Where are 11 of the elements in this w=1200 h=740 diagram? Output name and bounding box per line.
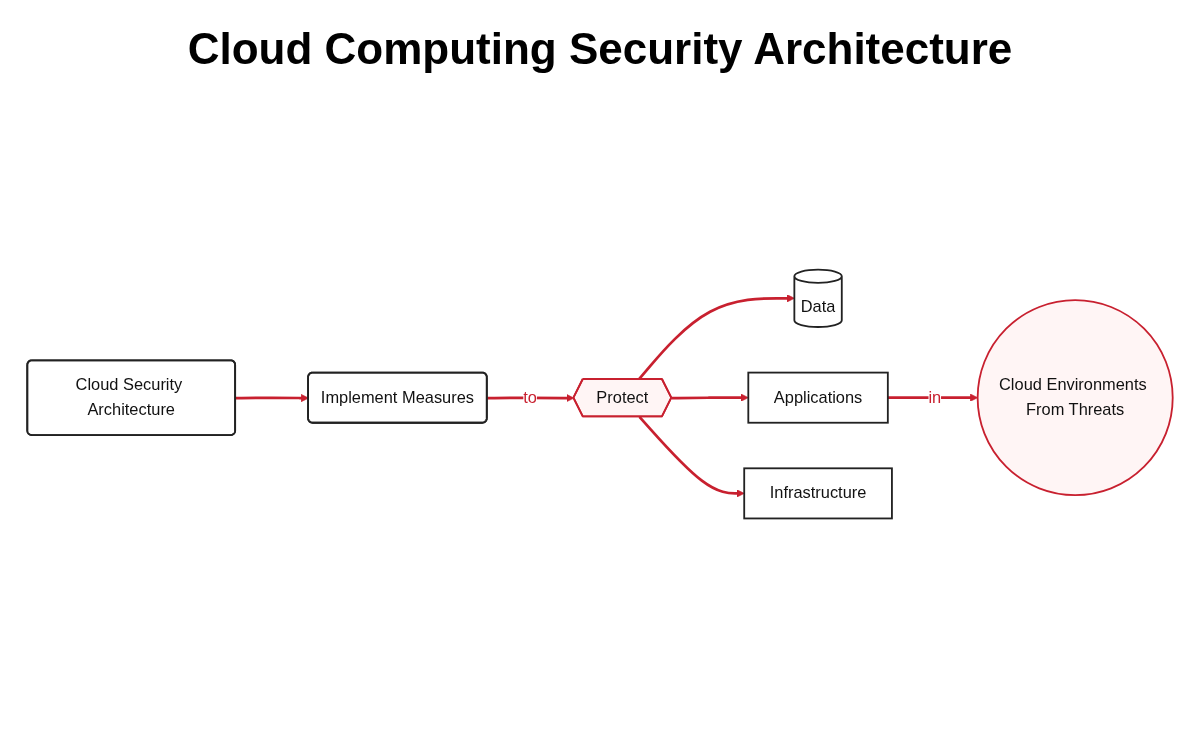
arrow (235, 394, 309, 403)
node-box: Infrastructure (743, 467, 893, 520)
arrow (671, 393, 749, 402)
arrow (638, 415, 745, 498)
node-box: Applications (747, 371, 889, 424)
diagram-title: Cloud Computing Security Architecture (186, 24, 1014, 74)
arrow (887, 393, 978, 402)
edge-label: in (928, 388, 942, 407)
edge-label: to (523, 388, 537, 407)
arrow (487, 394, 575, 403)
node-circle: Cloud Environments From Threats (976, 299, 1174, 497)
